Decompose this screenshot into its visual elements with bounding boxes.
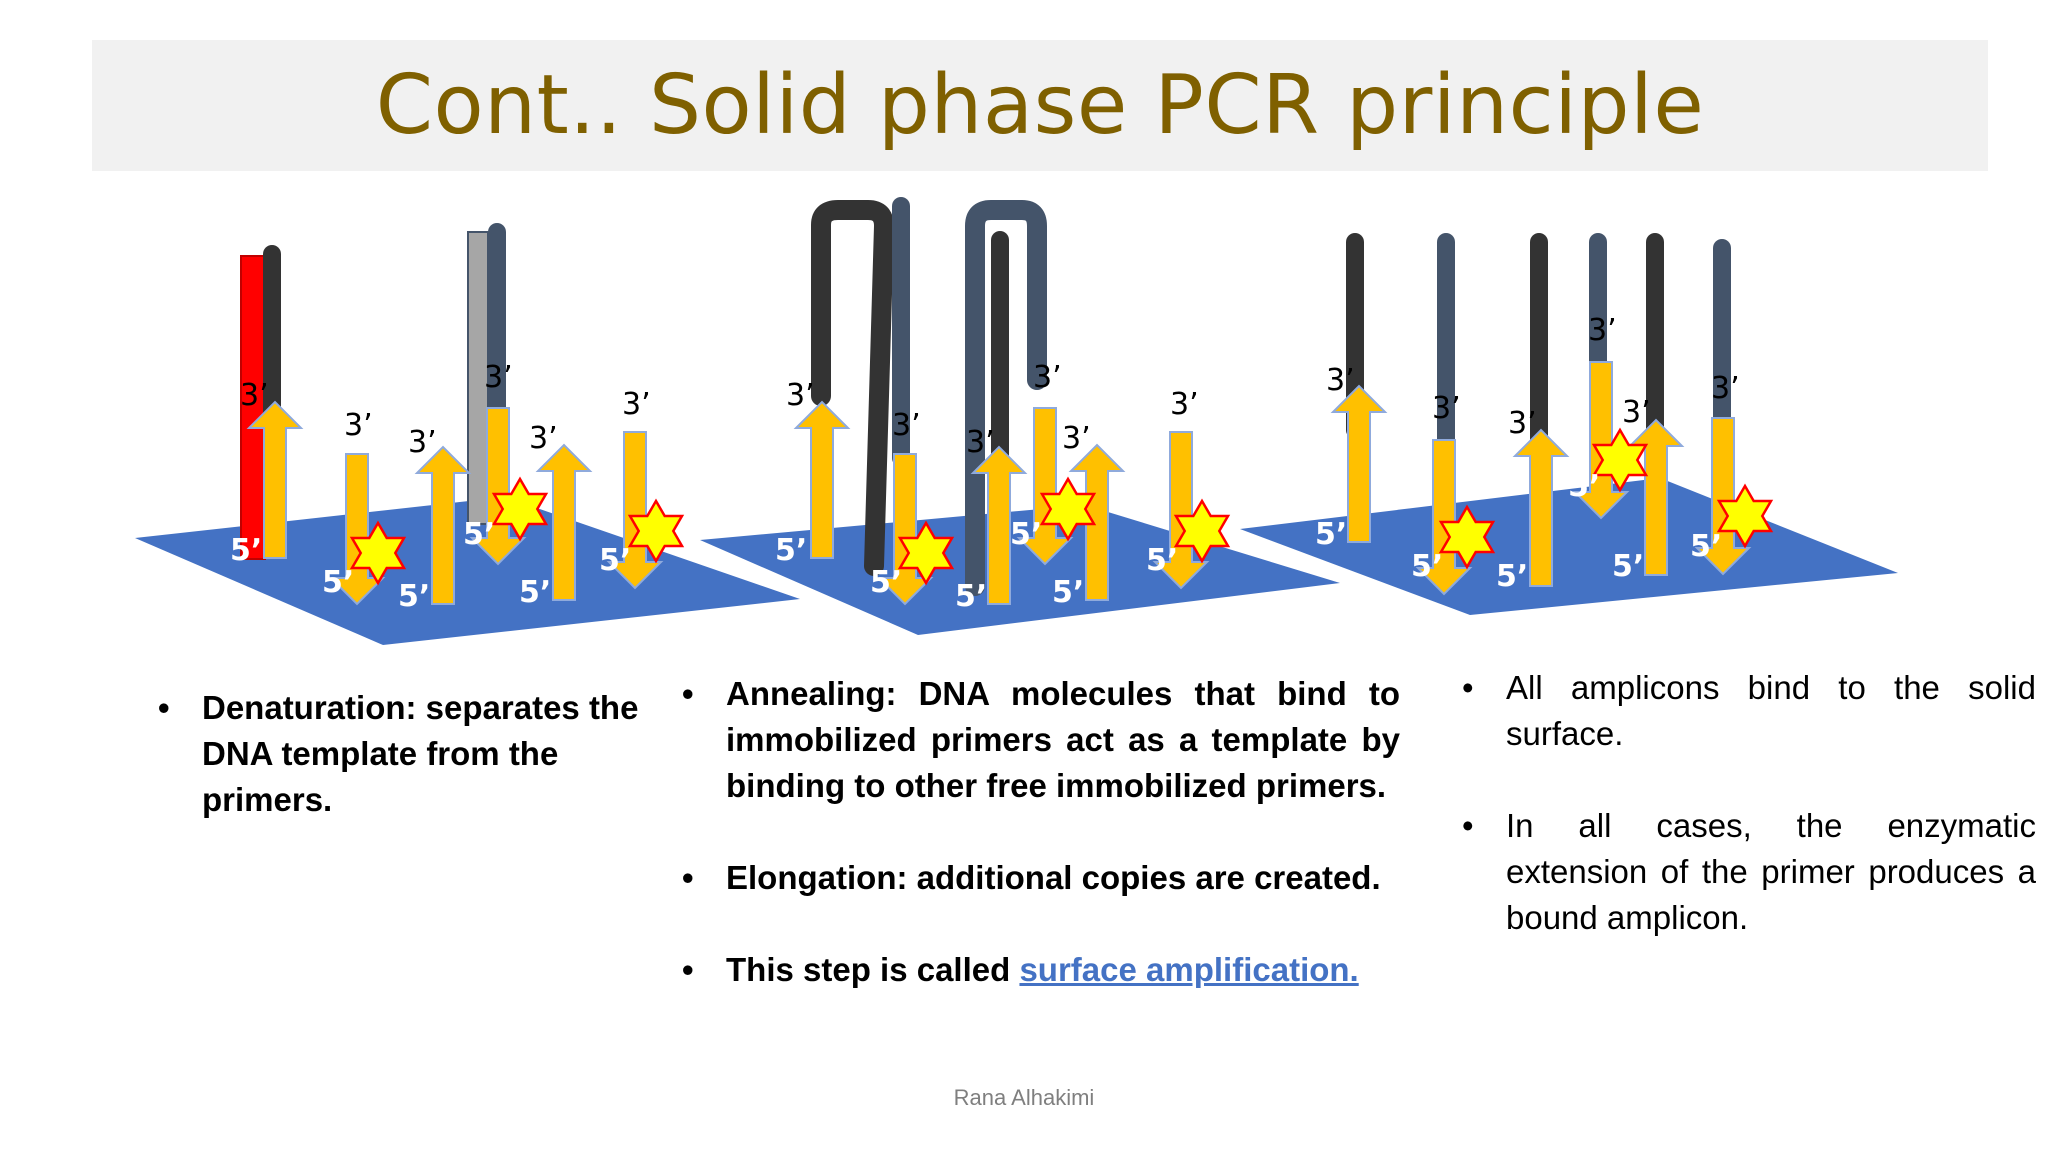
label-3prime: 3’ xyxy=(1326,363,1355,398)
solid-surface xyxy=(135,497,800,645)
surface-amplification-link[interactable]: surface amplification. xyxy=(1019,951,1359,988)
bullet-surface-amplification: This step is called surface amplificatio… xyxy=(674,947,1400,993)
bullet-bound-amplicons: All amplicons bind to the solid surface. xyxy=(1454,665,2036,757)
label-3prime: 3’ xyxy=(484,360,513,395)
bullet-denaturation: Denaturation: separates the DNA template… xyxy=(150,685,650,823)
primer-up xyxy=(793,400,851,559)
column-amplicons: All amplicons bind to the solid surface.… xyxy=(1454,665,2036,941)
primer-up xyxy=(1330,384,1388,543)
label-5prime: 5’ xyxy=(230,533,262,568)
label-3prime: 3’ xyxy=(1711,371,1740,406)
label-3prime: 3’ xyxy=(1588,313,1617,348)
primer-down xyxy=(1572,361,1630,520)
panel-amplicons: 3’ 3’ 3’ 3’ 3’ 3’ 5’ 5’ 5’ 5’ 5’ 5’ xyxy=(1240,233,1898,615)
primer-up xyxy=(246,400,304,559)
column-annealing: Annealing: DNA molecules that bind to im… xyxy=(674,671,1400,993)
label-5prime: 5’ xyxy=(1411,549,1443,584)
primer-down xyxy=(1016,407,1074,566)
primers xyxy=(1330,361,1752,596)
label-5prime: 5’ xyxy=(1010,517,1042,552)
primer-up xyxy=(414,445,472,605)
label-3prime: 3’ xyxy=(408,425,437,460)
primers xyxy=(793,400,1210,606)
labels-5prime: 5’ 5’ 5’ 5’ 5’ 5’ xyxy=(1315,469,1722,594)
solid-phase-pcr-diagram: 3’ 3’ 3’ 3’ 3’ 3’ 5’ 5’ 5’ 5’ 5’ 5’ xyxy=(135,197,1898,645)
primer-up xyxy=(1068,443,1126,601)
label-3prime: 3’ xyxy=(1508,406,1537,441)
primer-up xyxy=(1512,428,1570,587)
bullet-enzymatic-extension: In all cases, the enzymatic extension of… xyxy=(1454,803,2036,941)
label-5prime: 5’ xyxy=(870,565,902,600)
primer-down xyxy=(606,431,664,590)
label-3prime: 3’ xyxy=(1432,391,1461,426)
primer-down xyxy=(1415,439,1473,596)
primer-down xyxy=(1152,431,1210,590)
primer-down xyxy=(1694,417,1752,576)
label-5prime: 5’ xyxy=(1568,469,1600,504)
label-5prime: 5’ xyxy=(463,517,495,552)
label-3prime: 3’ xyxy=(892,408,921,443)
title-bar: Cont.. Solid phase PCR principle xyxy=(92,40,1988,171)
bridge-strand-slate xyxy=(965,200,1047,596)
label-5prime: 5’ xyxy=(1690,529,1722,564)
primers xyxy=(246,400,664,606)
amplicon-strands xyxy=(1346,233,1731,459)
labels-3prime: 3’ 3’ 3’ 3’ 3’ 3’ xyxy=(1326,313,1740,441)
template-strand-grey xyxy=(467,231,489,525)
primer-down xyxy=(876,453,934,606)
label-5prime: 5’ xyxy=(1496,559,1528,594)
slide-title: Cont.. Solid phase PCR principle xyxy=(375,58,1705,153)
labels-5prime: 5’ 5’ 5’ 5’ 5’ 5’ xyxy=(775,517,1178,614)
bullet-elongation: Elongation: additional copies are create… xyxy=(674,855,1400,901)
footer-author: Rana Alhakimi xyxy=(953,1085,1095,1110)
panel-annealing: 3’ 3’ 3’ 3’ 3’ 3’ 5’ 5’ 5’ 5’ 5’ 5’ xyxy=(700,197,1340,635)
bridge-strand-dark xyxy=(811,200,894,576)
surface-amplification-prefix: This step is called xyxy=(726,951,1020,988)
panel-denaturation: 3’ 3’ 3’ 3’ 3’ 3’ 5’ 5’ 5’ 5’ 5’ 5’ xyxy=(135,223,800,645)
label-5prime: 5’ xyxy=(775,533,807,568)
labels-3prime: 3’ 3’ 3’ 3’ 3’ 3’ xyxy=(786,360,1199,460)
primer-up xyxy=(970,445,1028,605)
column-denaturation: Denaturation: separates the DNA template… xyxy=(150,685,650,823)
label-5prime: 5’ xyxy=(1052,575,1084,610)
label-3prime: 3’ xyxy=(1033,360,1062,395)
label-3prime: 3’ xyxy=(622,387,651,422)
label-5prime: 5’ xyxy=(519,575,551,610)
label-3prime: 3’ xyxy=(529,421,558,456)
label-5prime: 5’ xyxy=(599,543,631,578)
label-3prime: 3’ xyxy=(344,408,373,443)
label-3prime: 3’ xyxy=(966,425,995,460)
label-5prime: 5’ xyxy=(1315,517,1347,552)
labels-3prime: 3’ 3’ 3’ 3’ 3’ 3’ xyxy=(240,360,651,460)
label-3prime: 3’ xyxy=(1062,421,1091,456)
label-5prime: 5’ xyxy=(955,579,987,614)
label-5prime: 5’ xyxy=(322,565,354,600)
primer-down xyxy=(328,453,386,606)
label-3prime: 3’ xyxy=(1170,387,1199,422)
primer-down xyxy=(469,407,527,566)
label-3prime: 3’ xyxy=(786,378,815,413)
labels-5prime: 5’ 5’ 5’ 5’ 5’ 5’ xyxy=(230,517,631,614)
primer-up xyxy=(535,443,593,601)
bullet-annealing: Annealing: DNA molecules that bind to im… xyxy=(674,671,1400,809)
label-3prime: 3’ xyxy=(240,378,269,413)
label-5prime: 5’ xyxy=(398,579,430,614)
label-3prime: 3’ xyxy=(1622,395,1651,430)
label-5prime: 5’ xyxy=(1146,543,1178,578)
template-strand-red xyxy=(240,255,266,560)
label-5prime: 5’ xyxy=(1612,549,1644,584)
